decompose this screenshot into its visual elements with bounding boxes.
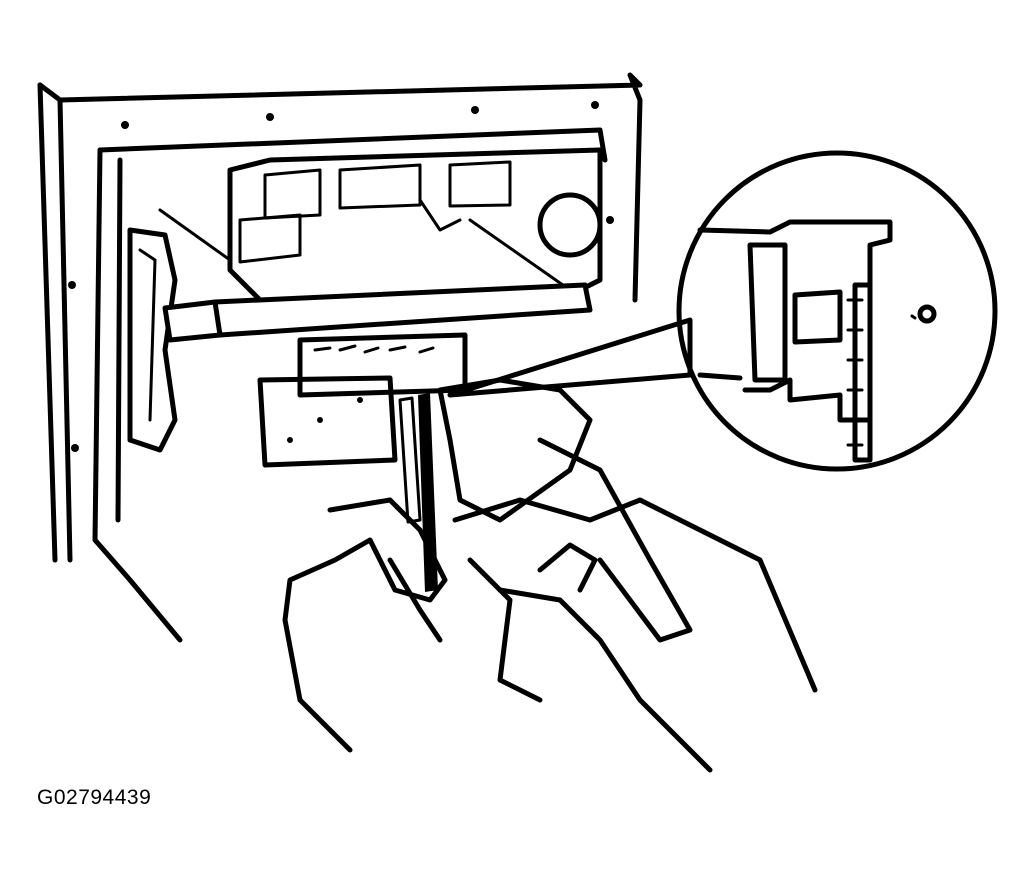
figure-id-label: G02794439 [37, 786, 152, 809]
detail-callout-pointer [447, 317, 693, 398]
manual-valve-rod [162, 282, 593, 343]
transmission-case [37, 72, 643, 643]
detail-inset [676, 150, 998, 472]
valve-body [158, 147, 603, 303]
oil-pump-housing [127, 227, 178, 453]
screwdriver-tool [398, 393, 438, 592]
technician-hands [282, 437, 818, 773]
